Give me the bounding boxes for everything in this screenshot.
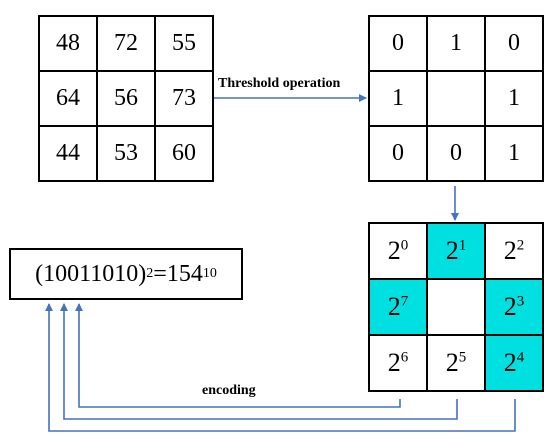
input-cell: 73 [154, 70, 214, 127]
weight-exponent: 0 [400, 237, 409, 254]
input-cell: 55 [154, 15, 214, 72]
result-decimal: 154 [166, 260, 203, 287]
weight-base: 2 [387, 236, 401, 265]
weight-cell: 25 [426, 334, 486, 392]
input-cell: 72 [96, 15, 156, 72]
weight-row: 26 25 24 [368, 334, 544, 392]
weight-exponent: 7 [400, 293, 409, 310]
weight-exponent: 1 [458, 237, 467, 254]
encoding-arrow-3 [45, 303, 516, 432]
binary-row: 0 0 1 [368, 125, 544, 182]
binary-cell: 1 [426, 15, 486, 72]
weight-cell: 26 [368, 334, 428, 392]
weight-cell: 27 [368, 278, 428, 336]
input-row: 48 72 55 [38, 15, 214, 72]
input-cell: 60 [154, 125, 214, 182]
input-cell: 64 [38, 70, 98, 127]
weight-base: 2 [387, 348, 401, 377]
weight-cell: 20 [368, 222, 428, 280]
result-equals: = [153, 260, 167, 287]
weight-base: 2 [503, 292, 517, 321]
binary-cell: 0 [426, 125, 486, 182]
weight-cell: 24 [484, 334, 544, 392]
weight-cell-center [426, 278, 486, 336]
weight-matrix: 20 21 22 27 23 26 25 24 [368, 222, 544, 392]
input-cell: 53 [96, 125, 156, 182]
input-cell: 48 [38, 15, 98, 72]
encoding-label: encoding [202, 383, 256, 398]
input-row: 64 56 73 [38, 70, 214, 127]
binary-cell: 0 [484, 15, 544, 72]
binary-cell: 1 [368, 70, 428, 127]
input-cell: 44 [38, 125, 98, 182]
binary-cell: 1 [484, 125, 544, 182]
weight-exponent: 6 [400, 349, 409, 366]
weight-base: 2 [503, 348, 517, 377]
weight-base: 2 [503, 236, 517, 265]
binary-cell: 0 [368, 125, 428, 182]
input-cell: 56 [96, 70, 156, 127]
binary-cell-center [426, 70, 486, 127]
weight-row: 27 23 [368, 278, 544, 336]
binary-matrix: 0 1 0 1 1 0 0 1 [368, 15, 544, 182]
weight-base: 2 [387, 292, 401, 321]
weight-cell: 21 [426, 222, 486, 280]
binary-row: 1 1 [368, 70, 544, 127]
binary-row: 0 1 0 [368, 15, 544, 72]
weight-exponent: 4 [516, 349, 525, 366]
encoding-arrow-2 [60, 303, 458, 420]
binary-cell: 0 [368, 15, 428, 72]
weight-exponent: 5 [458, 349, 467, 366]
weight-base: 2 [445, 236, 459, 265]
weight-row: 20 21 22 [368, 222, 544, 280]
weight-exponent: 2 [516, 237, 525, 254]
input-row: 44 53 60 [38, 125, 214, 182]
encoding-arrow-1 [75, 303, 401, 408]
weight-cell: 23 [484, 278, 544, 336]
weight-cell: 22 [484, 222, 544, 280]
weight-exponent: 3 [516, 293, 525, 310]
binary-cell: 1 [484, 70, 544, 127]
threshold-label: Threshold operation [218, 76, 341, 91]
result-binary: (10011010) [35, 260, 147, 287]
input-matrix: 48 72 55 64 56 73 44 53 60 [38, 15, 214, 182]
weight-base: 2 [445, 348, 459, 377]
